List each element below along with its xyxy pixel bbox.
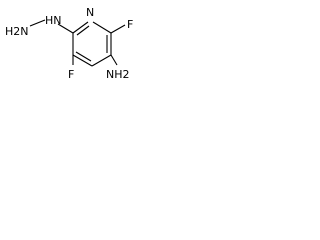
atom-label-fluorine-left: F (68, 68, 74, 81)
atom-label-ring-nitrogen: N (86, 6, 94, 19)
atom-label-amine: NH2 (106, 68, 130, 81)
bond-c5-nh2 (110, 54, 118, 66)
structure-canvas: N HN H2N F F NH2 (0, 0, 148, 97)
bond-c2-nh (57, 23, 74, 34)
atom-label-hydrazine-nh: HN (45, 14, 62, 27)
molecule-drawing: N HN H2N F F NH2 (5, 6, 133, 81)
bond-nh-nh2 (29, 19, 46, 27)
bond-c6-f (110, 24, 126, 34)
ring-bond-c4-c3 (72, 54, 93, 67)
ring-bond-c2-n-inner (76, 25, 90, 36)
ring-bond-c4-c3-inner (75, 51, 92, 62)
atom-label-fluorine-right: F (127, 18, 133, 31)
ring-bond-c2-n (72, 21, 89, 34)
ring-bond-c5-c4 (91, 54, 112, 67)
ring-bond-n-c6 (92, 21, 112, 34)
atom-label-hydrazine-nh2: H2N (5, 25, 29, 38)
